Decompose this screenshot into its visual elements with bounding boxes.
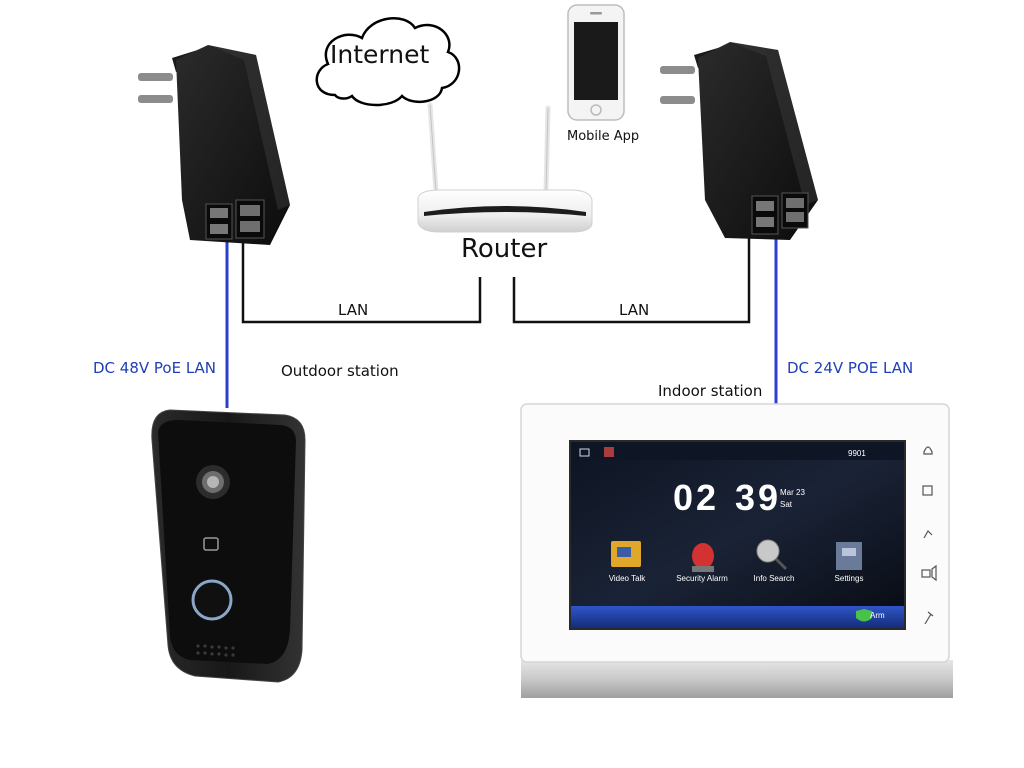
- qr-button-icon: [922, 485, 933, 496]
- room-code: 9901: [848, 449, 866, 458]
- camera-button-icon: [921, 569, 931, 578]
- internet-cloud: [315, 17, 461, 107]
- outdoor-station-label: Outdoor station: [281, 362, 399, 380]
- app-label-info-search: Info Search: [754, 574, 795, 583]
- lan-label-left: LAN: [338, 301, 369, 319]
- card-reader-icon: [203, 537, 219, 551]
- poe-label-left: DC 48V PoE LAN: [93, 359, 217, 377]
- lan-line-right: [512, 212, 751, 324]
- internet-label: Internet: [330, 40, 430, 69]
- clock-weekday: Sat: [780, 500, 793, 509]
- shield-icon: [856, 609, 872, 622]
- poe-adapter-left: [138, 45, 290, 245]
- mobile-app-label: Mobile App: [567, 129, 640, 144]
- lan-label-right: LAN: [619, 301, 650, 319]
- alarm-button-icon: [923, 446, 933, 455]
- app-label-video-talk: Video Talk: [609, 574, 647, 583]
- router-label: Router: [461, 234, 548, 264]
- poe-adapter-right: [660, 42, 818, 240]
- indoor-station-label: Indoor station: [658, 382, 763, 400]
- smartphone: [567, 4, 625, 121]
- clock-hours: 02: [673, 477, 719, 518]
- app-icons: [611, 539, 862, 572]
- outdoor-station-device: [151, 409, 306, 683]
- arm-label: Arm: [870, 611, 885, 620]
- lan-line-left: [241, 240, 482, 324]
- lan-links: [241, 212, 751, 324]
- app-label-settings: Settings: [835, 574, 864, 583]
- unlock-button-icon: [924, 611, 934, 625]
- indoor-station-device: [520, 403, 953, 698]
- monitor-side-buttons: [921, 446, 937, 625]
- clock-minutes: 39: [735, 477, 781, 518]
- call-button-icon: [923, 530, 933, 539]
- clock-date: Mar 23: [780, 488, 805, 497]
- doorbell-button: [191, 579, 233, 621]
- router-device: [417, 102, 593, 233]
- poe-label-right: DC 24V POE LAN: [787, 359, 914, 377]
- app-label-security-alarm: Security Alarm: [676, 574, 728, 583]
